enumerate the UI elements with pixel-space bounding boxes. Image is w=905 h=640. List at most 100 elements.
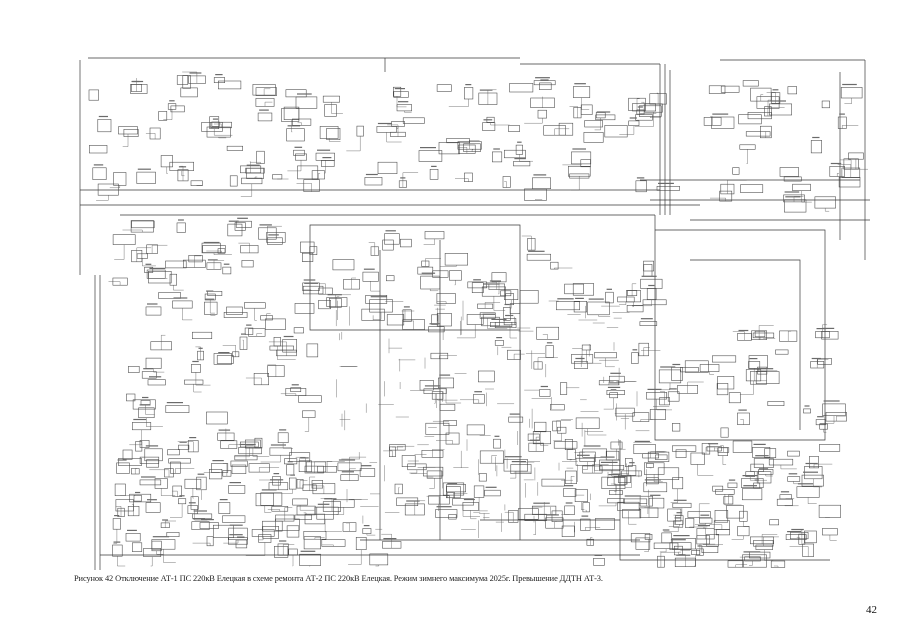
transmission-line — [163, 109, 173, 120]
substation-block — [551, 510, 563, 522]
substation-block — [804, 530, 817, 544]
node-label-mark — [169, 100, 175, 102]
substation-block — [299, 553, 321, 566]
substation-block — [420, 275, 441, 290]
substation-block — [471, 282, 484, 293]
substation-block — [362, 271, 379, 282]
substation-block — [231, 464, 247, 474]
substation-block — [362, 528, 372, 534]
substation-block — [145, 357, 162, 369]
transmission-line — [268, 341, 287, 356]
node-label-mark — [322, 157, 332, 159]
transmission-line — [625, 476, 632, 488]
transmission-line — [490, 122, 510, 126]
transmission-line — [840, 159, 852, 170]
transmission-line — [801, 190, 812, 203]
transmission-line — [177, 441, 194, 452]
node-label-mark — [759, 468, 769, 470]
substation-block — [218, 502, 231, 514]
substation-block — [326, 128, 341, 140]
transmission-line — [817, 359, 829, 368]
transmission-line — [460, 399, 479, 404]
transmission-line — [145, 133, 156, 139]
transmission-line — [182, 71, 198, 84]
substation-block — [635, 537, 651, 550]
substation-block — [176, 75, 189, 85]
substation-block — [430, 352, 449, 360]
substation-block — [286, 525, 300, 538]
figure-caption: Рисунок 42 Отключение АТ-1 ПС 220кВ Елец… — [74, 574, 603, 583]
substation-block — [184, 379, 204, 385]
transmission-line — [513, 353, 525, 360]
transmission-line — [113, 529, 118, 544]
node-label-mark — [648, 284, 655, 287]
node-label-mark — [738, 329, 749, 332]
transmission-line — [614, 485, 617, 492]
transmission-line — [142, 258, 156, 267]
transmission-line — [728, 494, 734, 504]
substation-block — [166, 532, 180, 537]
substation-block — [649, 409, 666, 420]
substation-block — [227, 223, 243, 237]
node-label-mark — [728, 479, 736, 481]
transmission-line — [572, 348, 583, 364]
substation-block — [466, 424, 485, 436]
node-label-mark — [268, 234, 279, 236]
substation-block — [402, 117, 425, 124]
node-label-mark — [546, 342, 553, 344]
substation-block — [775, 349, 789, 355]
schematic-border-left — [79, 60, 101, 570]
node-label-mark — [135, 491, 141, 494]
transmission-line — [519, 154, 533, 162]
substation-block — [848, 152, 864, 160]
transmission-line — [759, 336, 761, 340]
substation-block — [673, 520, 684, 528]
substation-block — [393, 86, 402, 97]
transmission-line — [368, 242, 375, 256]
node-label-mark — [670, 539, 686, 541]
substation-block — [493, 438, 501, 449]
substation-block — [369, 553, 389, 566]
transmission-line — [250, 162, 261, 164]
node-label-mark — [772, 89, 779, 91]
substation-block — [223, 312, 248, 318]
node-label-mark — [644, 479, 661, 481]
node-label-mark — [370, 296, 387, 298]
node-label-mark — [206, 290, 214, 292]
substation-block — [295, 96, 318, 109]
transmission-line — [267, 364, 277, 377]
node-label-mark — [533, 502, 550, 504]
substation-block — [436, 84, 452, 92]
substation-block — [429, 169, 439, 180]
substation-block — [384, 233, 400, 245]
substation-block — [564, 505, 575, 515]
transmission-line — [175, 468, 195, 474]
node-label-mark — [424, 385, 441, 387]
substation-block — [817, 358, 832, 365]
node-label-mark — [660, 366, 676, 368]
transmission-line — [254, 308, 257, 321]
substation-block — [273, 337, 281, 347]
substation-block — [245, 167, 265, 174]
node-label-mark — [439, 374, 451, 376]
transmission-line — [710, 116, 713, 126]
substation-block — [402, 309, 412, 322]
substation-block — [118, 458, 142, 466]
transmission-line — [297, 122, 302, 126]
transmission-line — [709, 371, 714, 375]
substation-block — [726, 505, 744, 519]
node-label-mark — [535, 77, 550, 79]
substation-block — [241, 260, 254, 268]
node-label-mark — [239, 443, 256, 446]
node-label-mark — [491, 318, 507, 320]
substation-block — [584, 120, 603, 128]
substation-block — [213, 77, 225, 83]
substation-block — [481, 286, 506, 297]
node-label-mark — [212, 460, 224, 462]
substation-block — [426, 470, 443, 479]
transmission-line — [788, 331, 792, 342]
substation-block — [545, 345, 554, 358]
node-label-mark — [697, 525, 710, 527]
transmission-line — [228, 444, 244, 449]
substation-block — [519, 290, 539, 304]
